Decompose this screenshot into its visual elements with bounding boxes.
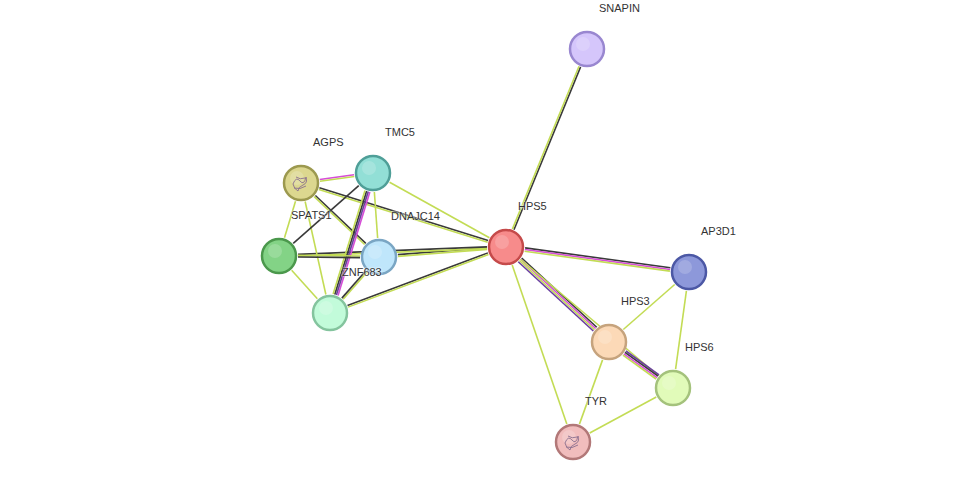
- evidence-strand: [390, 182, 490, 238]
- protein-node: SNAPIN: [568, 30, 606, 68]
- node-disc: [672, 255, 706, 289]
- node-circle: [568, 30, 606, 68]
- protein-label: HPS6: [685, 341, 714, 354]
- protein-label: SNAPIN: [599, 2, 640, 15]
- node-circle: [354, 154, 392, 192]
- interaction-edge: [292, 270, 318, 299]
- interaction-edge: [333, 190, 370, 295]
- node-disc: [592, 325, 626, 359]
- interaction-edge: [623, 351, 659, 379]
- protein-label: ZNF683: [342, 266, 382, 279]
- evidence-strand: [374, 192, 377, 238]
- node-disc: [556, 425, 590, 459]
- evidence-strand: [319, 188, 488, 241]
- protein-label: TYR: [585, 395, 607, 408]
- evidence-strand: [512, 265, 567, 424]
- protein-label: AGPS: [313, 136, 344, 149]
- node-highlight: [662, 376, 676, 390]
- node-circle: [282, 164, 320, 202]
- protein-node: HPS5: [487, 228, 525, 266]
- evidence-strand: [579, 360, 602, 424]
- evidence-strand: [298, 256, 360, 258]
- structure-glyph: [293, 177, 307, 191]
- evidence-strand: [525, 248, 670, 268]
- evidence-strand: [512, 66, 579, 229]
- protein-node: HPS3: [590, 323, 628, 361]
- evidence-strand: [338, 192, 370, 296]
- node-highlight: [495, 235, 509, 249]
- node-highlight: [678, 260, 692, 274]
- interaction-edge: [512, 66, 580, 229]
- node-highlight: [598, 330, 612, 344]
- protein-node: ZNF683: [311, 294, 349, 332]
- node-circle: [554, 423, 592, 461]
- node-disc: [262, 239, 296, 273]
- interaction-edge: [298, 255, 360, 257]
- evidence-strand: [623, 355, 656, 379]
- interaction-edge: [676, 291, 687, 369]
- interaction-edge: [390, 182, 490, 238]
- evidence-strand: [514, 67, 581, 230]
- evidence-strand: [625, 352, 658, 376]
- evidence-strand: [320, 176, 354, 181]
- interaction-edge: [374, 192, 377, 238]
- interaction-edge: [512, 265, 567, 424]
- protein-label: DNAJC14: [391, 210, 440, 223]
- structure-glyph: [565, 436, 579, 450]
- node-circle: [487, 228, 525, 266]
- protein-label: AP3D1: [701, 225, 736, 238]
- node-circle: [654, 369, 692, 407]
- evidence-strand: [525, 251, 670, 271]
- protein-node: AP3D1: [670, 253, 708, 291]
- node-highlight: [576, 37, 590, 51]
- node-circle: [311, 294, 349, 332]
- protein-label: SPATS1: [291, 209, 332, 222]
- node-disc: [489, 230, 523, 264]
- protein-node: AGPS: [282, 164, 320, 202]
- evidence-strand: [624, 354, 657, 378]
- protein-node: SPATS1: [260, 237, 298, 275]
- node-circle: [670, 253, 708, 291]
- interaction-edge: [319, 188, 488, 242]
- node-circle: [260, 237, 298, 275]
- interaction-edge: [320, 175, 355, 181]
- node-highlight: [268, 244, 282, 258]
- interaction-edge: [518, 258, 597, 331]
- node-disc: [570, 32, 604, 66]
- evidence-strand: [626, 351, 659, 375]
- protein-label: HPS3: [621, 295, 650, 308]
- node-circle: [590, 323, 628, 361]
- evidence-strand: [676, 291, 687, 369]
- node-highlight: [362, 161, 376, 175]
- evidence-strand: [333, 190, 365, 294]
- interaction-edge: [579, 360, 602, 424]
- node-disc: [284, 166, 318, 200]
- node-disc: [356, 156, 390, 190]
- interaction-edge: [525, 248, 671, 271]
- protein-label: HPS5: [518, 200, 547, 213]
- protein-label: TMC5: [385, 126, 415, 139]
- evidence-strand: [298, 255, 360, 257]
- node-disc: [656, 371, 690, 405]
- evidence-strand: [518, 262, 593, 331]
- evidence-strand: [336, 191, 368, 295]
- protein-node: TYR: [554, 423, 592, 461]
- evidence-strand: [525, 250, 670, 270]
- node-disc: [313, 296, 347, 330]
- node-highlight: [319, 301, 333, 315]
- evidence-strand: [292, 270, 318, 299]
- node-highlight: [368, 245, 382, 259]
- protein-node: TMC5: [354, 154, 392, 192]
- protein-node: HPS6: [654, 369, 692, 407]
